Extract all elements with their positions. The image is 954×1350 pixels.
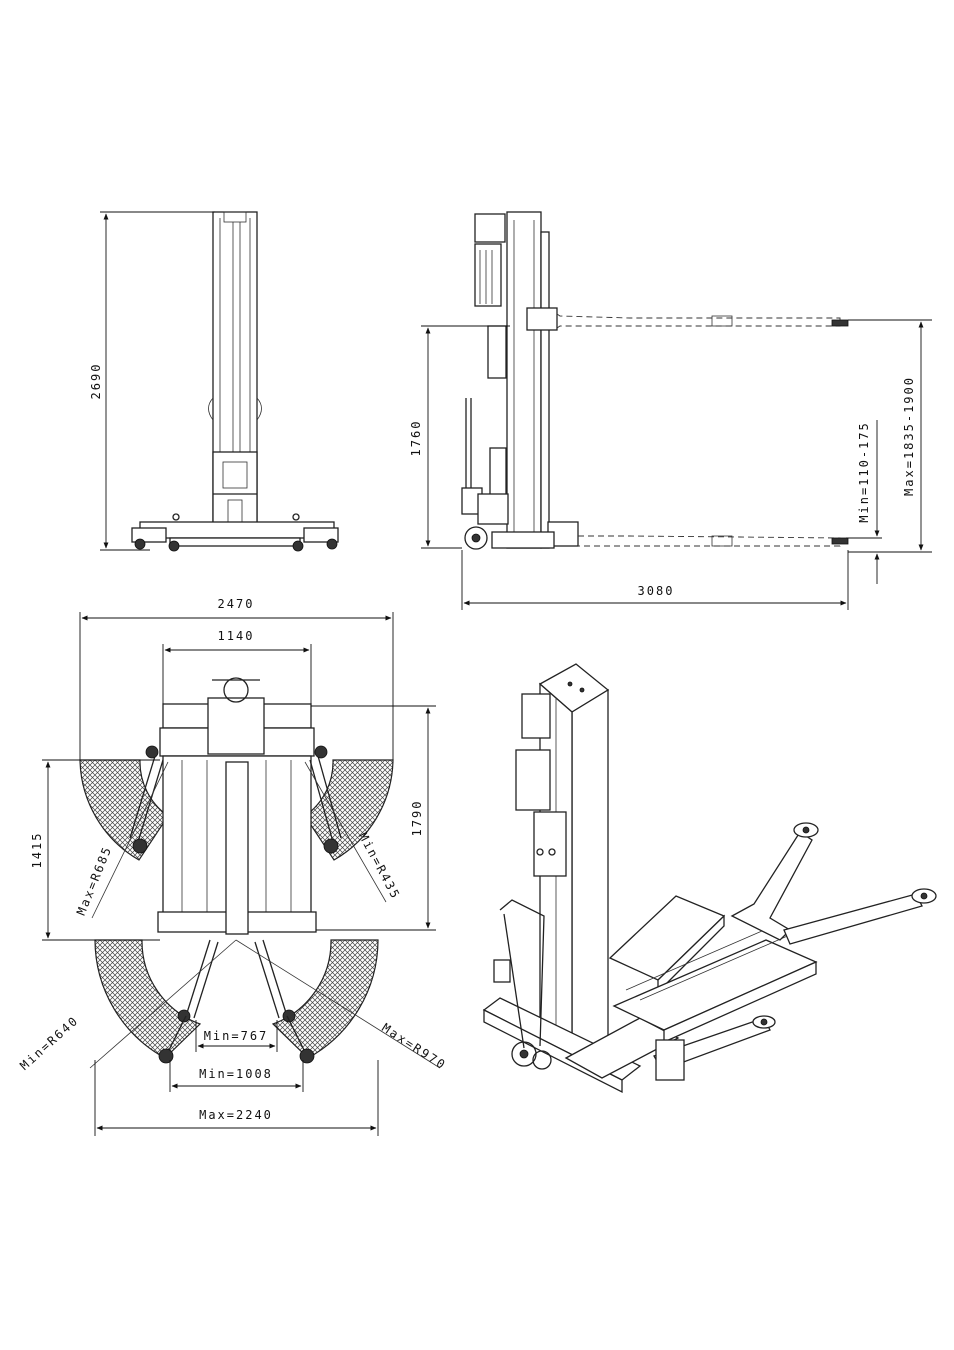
dimension-overall-width: 2470 xyxy=(79,597,394,760)
dim-label-2690: 2690 xyxy=(89,363,103,400)
front-view: 2690 xyxy=(89,211,339,552)
isometric-view xyxy=(482,663,937,1094)
dimension-max-height: Max=1835-1900 xyxy=(848,319,932,553)
dimension-inner-span: Min=767 xyxy=(195,1020,278,1052)
reach-arc-front-right xyxy=(304,759,394,861)
dim-label-min-height: Min=110-175 xyxy=(857,421,871,522)
top-view: 2470 1140 1790 1415 Max=R685 Min=R435 Mi… xyxy=(17,597,449,1136)
front-base xyxy=(131,513,339,552)
top-carriage-body xyxy=(157,677,317,935)
side-upper-arm-raised xyxy=(526,307,849,331)
dimension-height-overall: 2690 xyxy=(89,211,215,551)
front-column xyxy=(208,211,262,531)
dim-label-min-767: Min=767 xyxy=(204,1029,269,1043)
top-arm-front-right xyxy=(309,745,342,854)
dim-label-1140: 1140 xyxy=(218,629,255,643)
dim-label-1415: 1415 xyxy=(30,832,44,869)
side-handle-and-wheel xyxy=(461,398,555,550)
top-arm-front-left xyxy=(129,745,164,854)
dimension-min-height: Min=110-175 xyxy=(846,420,882,584)
dimension-lift-height: 1760 xyxy=(409,325,510,549)
iso-motor xyxy=(515,693,567,877)
dim-label-2470: 2470 xyxy=(218,597,255,611)
iso-base xyxy=(482,997,680,1094)
dimension-depth-total: 1790 xyxy=(311,705,436,931)
dimension-outer-span-min: Min=1008 xyxy=(169,1060,304,1092)
dimension-column-width: 1140 xyxy=(162,629,312,704)
side-lower-arm-lowered xyxy=(547,521,849,547)
side-view: 1760 Max=1835-1900 Min=110-175 3080 xyxy=(409,211,932,610)
reach-arc-front-left xyxy=(79,759,169,861)
dimension-outer-span-max: Max=2240 xyxy=(94,1060,379,1136)
side-column xyxy=(506,211,550,549)
iso-handle-and-wheels xyxy=(493,899,552,1070)
dim-label-1760: 1760 xyxy=(409,420,423,457)
top-arm-rear-left xyxy=(158,939,219,1064)
dim-label-front-arm-max: Max=R685 xyxy=(74,844,115,918)
side-motor xyxy=(474,213,507,379)
dim-label-rear-arm-max: Max=R970 xyxy=(379,1021,449,1073)
dim-label-max-2240: Max=2240 xyxy=(199,1108,273,1122)
iso-arms xyxy=(653,822,937,1081)
dim-label-1790: 1790 xyxy=(410,800,424,837)
dim-label-max-height: Max=1835-1900 xyxy=(902,376,916,496)
dimension-length: 3080 xyxy=(461,550,849,610)
reach-arc-rear-right xyxy=(271,939,379,1059)
dimension-depth-arms: 1415 xyxy=(30,759,160,941)
dim-label-3080: 3080 xyxy=(638,584,675,598)
dim-label-rear-arm-min: Min=R640 xyxy=(17,1013,81,1073)
reach-arc-rear-left xyxy=(94,939,202,1059)
iso-platform xyxy=(608,895,818,1044)
reach-leaders xyxy=(89,761,441,1069)
dim-label-min-1008: Min=1008 xyxy=(199,1067,273,1081)
